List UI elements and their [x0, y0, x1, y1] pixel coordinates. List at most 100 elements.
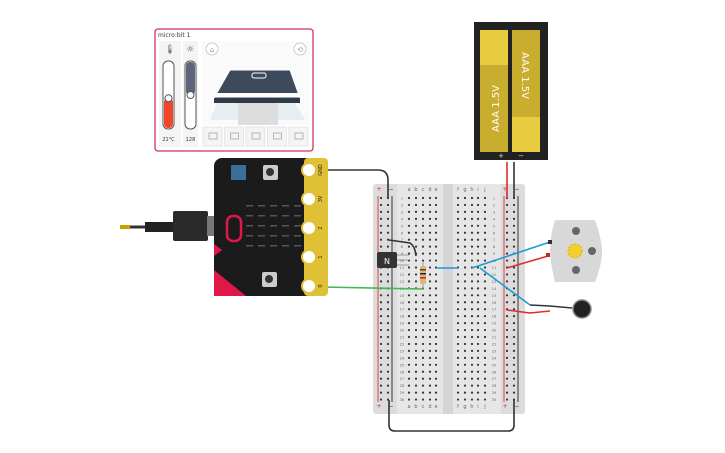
breadboard-hole[interactable] — [407, 231, 411, 234]
breadboard-hole[interactable] — [456, 377, 460, 380]
breadboard-hole[interactable] — [421, 315, 425, 318]
breadboard-hole[interactable] — [463, 280, 467, 283]
breadboard-hole[interactable] — [505, 294, 509, 297]
breadboard-hole[interactable] — [379, 196, 383, 200]
breadboard-hole[interactable] — [483, 335, 487, 339]
breadboard-hole[interactable] — [512, 245, 516, 248]
breadboard-hole[interactable] — [512, 231, 516, 234]
breadboard-hole[interactable] — [434, 391, 438, 394]
breadboard-hole[interactable] — [476, 370, 480, 373]
breadboard-hole[interactable] — [476, 398, 480, 401]
breadboard-hole[interactable] — [505, 391, 509, 394]
breadboard-hole[interactable] — [483, 301, 487, 304]
breadboard-hole[interactable] — [434, 349, 438, 352]
breadboard-hole[interactable] — [421, 294, 425, 297]
breadboard-hole[interactable] — [463, 328, 467, 332]
breadboard-hole[interactable] — [476, 391, 480, 394]
vibration-motor[interactable] — [572, 299, 592, 319]
breadboard-hole[interactable] — [476, 245, 480, 248]
breadboard-hole[interactable] — [456, 238, 460, 241]
breadboard-hole[interactable] — [463, 287, 467, 290]
breadboard-hole[interactable] — [386, 377, 390, 380]
breadboard-hole[interactable] — [414, 322, 418, 325]
breadboard-hole[interactable] — [434, 224, 438, 227]
breadboard-hole[interactable] — [483, 217, 487, 220]
breadboard-hole[interactable] — [407, 398, 411, 401]
breadboard-hole[interactable] — [512, 294, 516, 297]
breadboard-hole[interactable] — [414, 231, 418, 234]
breadboard-hole[interactable] — [463, 370, 467, 373]
breadboard-hole[interactable] — [386, 342, 390, 346]
breadboard-hole[interactable] — [483, 273, 487, 276]
breadboard-hole[interactable] — [386, 391, 390, 394]
breadboard-hole[interactable] — [421, 322, 425, 325]
breadboard-hole[interactable] — [407, 308, 411, 311]
breadboard-hole[interactable] — [407, 384, 411, 387]
breadboard-hole[interactable] — [470, 210, 474, 213]
breadboard-hole[interactable] — [434, 370, 438, 373]
breadboard-hole[interactable] — [470, 391, 474, 394]
microbit-sensor-panel[interactable]: micro:bit 1 🌡 21°C ☼ 128 ⌂ ⟲ — [154, 28, 314, 152]
breadboard-hole[interactable] — [379, 308, 383, 311]
breadboard-hole[interactable] — [483, 294, 487, 297]
breadboard-hole[interactable] — [463, 391, 467, 394]
breadboard-hole[interactable] — [512, 349, 516, 352]
breadboard-hole[interactable] — [476, 322, 480, 325]
breadboard-hole[interactable] — [428, 377, 432, 380]
breadboard-hole[interactable] — [483, 356, 487, 359]
breadboard-hole[interactable] — [386, 203, 390, 207]
breadboard-hole[interactable] — [379, 238, 383, 241]
breadboard-hole[interactable] — [512, 259, 516, 262]
breadboard-hole[interactable] — [512, 370, 516, 373]
breadboard-hole[interactable] — [407, 377, 411, 380]
breadboard-hole[interactable] — [512, 217, 516, 220]
breadboard-hole[interactable] — [505, 384, 509, 387]
breadboard-hole[interactable] — [407, 328, 411, 332]
breadboard-hole[interactable] — [407, 391, 411, 394]
breadboard-hole[interactable] — [386, 245, 390, 248]
breadboard-hole[interactable] — [476, 217, 480, 220]
breadboard-hole[interactable] — [414, 349, 418, 352]
breadboard-hole[interactable] — [476, 273, 480, 276]
breadboard-hole[interactable] — [463, 245, 467, 248]
breadboard-hole[interactable] — [505, 328, 509, 332]
breadboard-hole[interactable] — [505, 377, 509, 380]
breadboard-hole[interactable] — [434, 363, 438, 366]
breadboard-hole[interactable] — [386, 231, 390, 234]
breadboard-hole[interactable] — [470, 217, 474, 220]
breadboard-hole[interactable] — [512, 266, 516, 269]
breadboard-hole[interactable] — [386, 363, 390, 366]
breadboard-hole[interactable] — [379, 245, 383, 248]
breadboard-hole[interactable] — [463, 384, 467, 387]
breadboard-hole[interactable] — [512, 363, 516, 366]
breadboard-hole[interactable] — [421, 259, 425, 262]
breadboard-hole[interactable] — [379, 370, 383, 373]
breadboard-hole[interactable] — [456, 315, 460, 318]
breadboard-hole[interactable] — [476, 308, 480, 311]
breadboard-hole[interactable] — [463, 203, 467, 207]
breadboard-hole[interactable] — [407, 245, 411, 248]
breadboard-hole[interactable] — [386, 217, 390, 220]
breadboard-hole[interactable] — [456, 363, 460, 366]
breadboard-hole[interactable] — [470, 196, 474, 200]
breadboard-hole[interactable] — [456, 231, 460, 234]
breadboard-hole[interactable] — [476, 231, 480, 234]
light-slider-handle[interactable] — [186, 91, 195, 99]
breadboard-hole[interactable] — [379, 301, 383, 304]
breadboard-hole[interactable] — [483, 398, 487, 401]
breadboard-hole[interactable] — [434, 203, 438, 207]
breadboard-hole[interactable] — [476, 356, 480, 359]
breadboard-hole[interactable] — [414, 259, 418, 262]
breadboard-hole[interactable] — [421, 370, 425, 373]
breadboard-hole[interactable] — [414, 315, 418, 318]
breadboard-hole[interactable] — [505, 349, 509, 352]
breadboard-hole[interactable] — [456, 217, 460, 220]
breadboard-hole[interactable] — [476, 210, 480, 213]
breadboard-hole[interactable] — [456, 349, 460, 352]
breadboard-hole[interactable] — [421, 356, 425, 359]
breadboard-hole[interactable] — [421, 301, 425, 304]
breadboard-hole[interactable] — [476, 315, 480, 318]
breadboard-hole[interactable] — [407, 356, 411, 359]
breadboard-hole[interactable] — [483, 245, 487, 248]
